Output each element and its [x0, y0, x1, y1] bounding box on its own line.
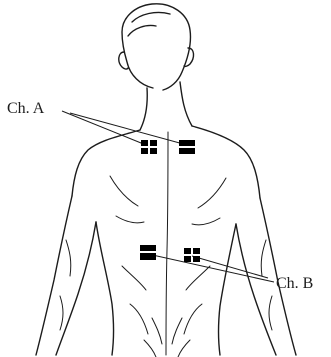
- torso-left-side: [96, 222, 114, 355]
- head-outline: [122, 4, 191, 90]
- channel-a-label: Ch. A: [7, 100, 45, 117]
- neck-left: [140, 88, 147, 130]
- electrode-ch-b-left: [140, 245, 156, 260]
- neck-right: [180, 82, 192, 126]
- right-shoulder: [192, 126, 260, 198]
- torso-right-side: [219, 224, 237, 355]
- left-scapula: [110, 176, 144, 223]
- lower-back-detail: [144, 318, 190, 357]
- left-arm-outer: [36, 196, 72, 355]
- left-shoulder: [72, 130, 140, 196]
- electrode-ch-a-left: [141, 140, 157, 154]
- left-arm-detail: [60, 240, 71, 330]
- right-lat: [184, 266, 210, 334]
- ch-a-leader-to-right-electrode: [70, 113, 187, 145]
- right-arm-detail: [261, 240, 272, 330]
- right-scapula: [192, 178, 226, 225]
- left-lat: [122, 266, 148, 334]
- electrode-ch-a-right: [179, 140, 195, 154]
- channel-b-electrodes: [140, 245, 200, 262]
- spine-line: [166, 132, 168, 355]
- electrode-ch-b-right: [184, 248, 200, 262]
- ch-a-leader-to-left-electrode: [62, 111, 146, 145]
- body-outline: [36, 4, 296, 357]
- ch-b-leader-to-right-electrode: [192, 256, 268, 278]
- channel-b-label: Ch. B: [276, 275, 313, 292]
- hair-line: [128, 12, 170, 36]
